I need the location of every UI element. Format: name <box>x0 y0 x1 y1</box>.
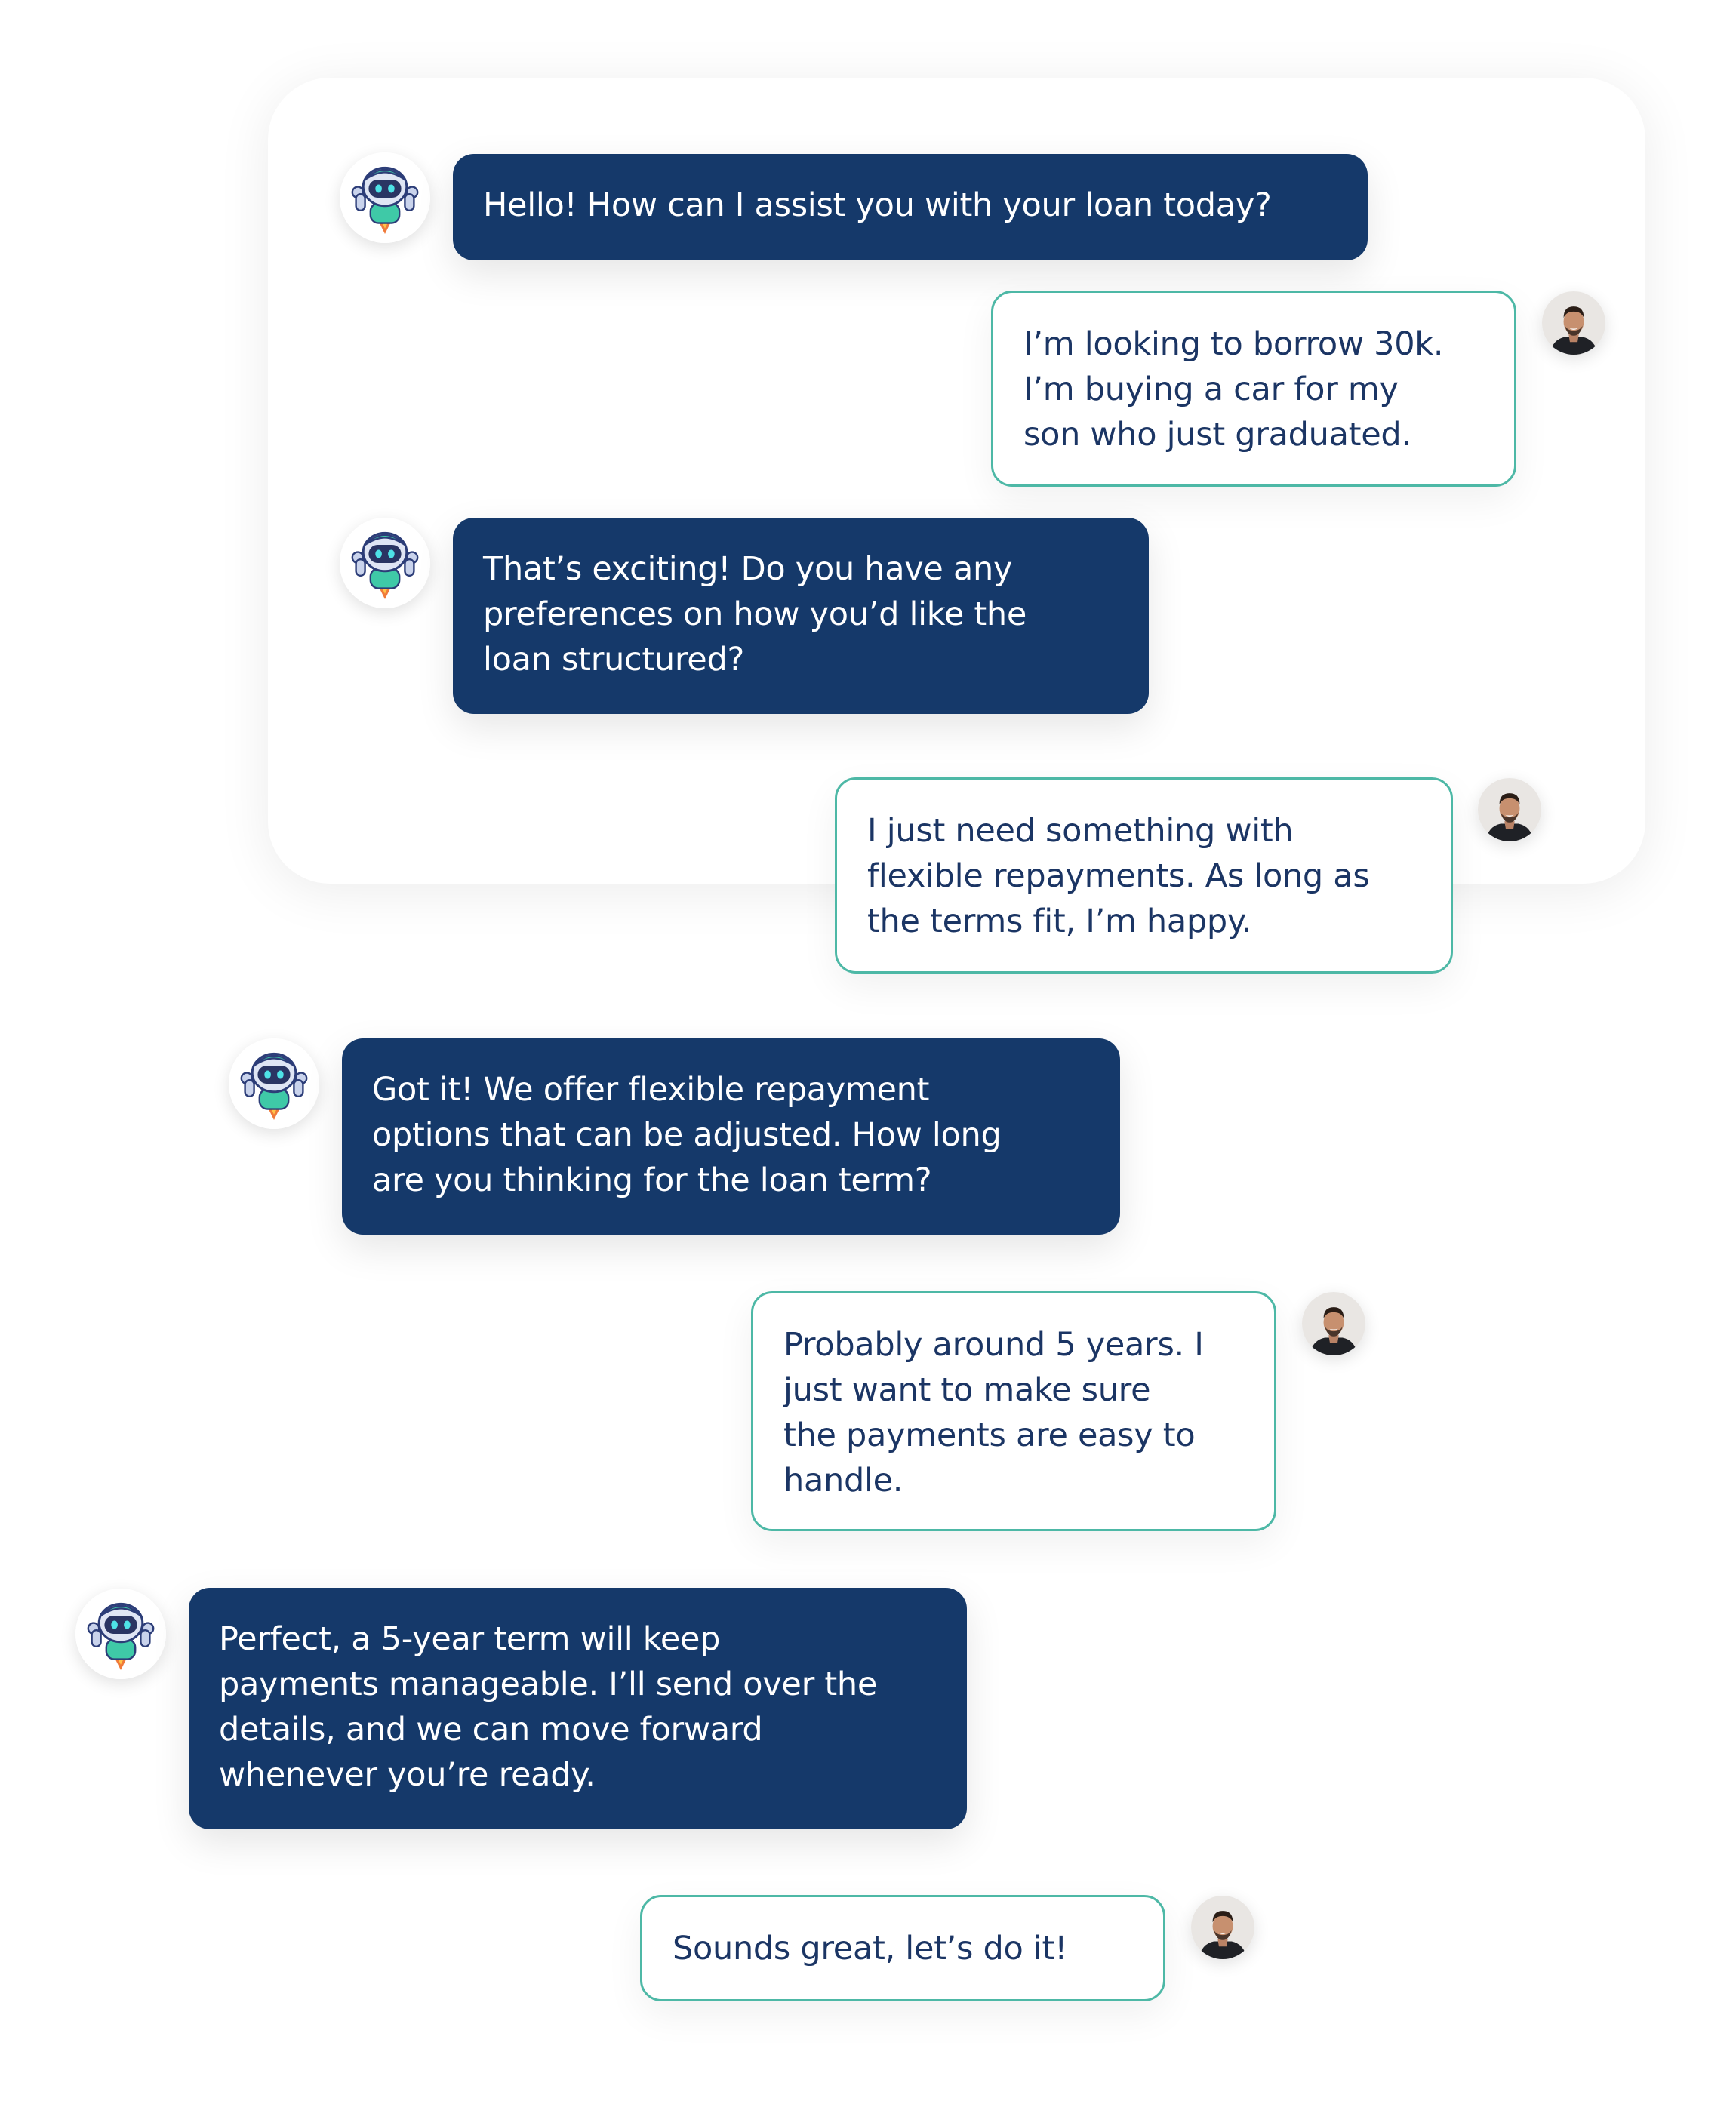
robot-icon <box>75 1589 166 1679</box>
user-avatar <box>1478 778 1541 841</box>
user-avatar <box>1191 1896 1254 1959</box>
assistant-avatar-robot-icon <box>229 1038 319 1129</box>
user-photo-icon <box>1191 1896 1254 1959</box>
user-message: Probably around 5 years. I just want to … <box>751 1291 1276 1531</box>
assistant-message: Perfect, a 5-year term will keep payment… <box>189 1588 967 1829</box>
assistant-message: That’s exciting! Do you have any prefere… <box>453 518 1149 714</box>
robot-icon <box>340 152 430 243</box>
assistant-message: Hello! How can I assist you with your lo… <box>453 154 1368 260</box>
assistant-message: Got it! We offer flexible repayment opti… <box>342 1038 1120 1235</box>
robot-icon <box>340 518 430 608</box>
assistant-avatar-robot-icon <box>340 518 430 608</box>
assistant-avatar-robot-icon <box>75 1589 166 1679</box>
assistant-avatar-robot-icon <box>340 152 430 243</box>
user-photo-icon <box>1478 778 1541 841</box>
user-photo-icon <box>1302 1292 1365 1355</box>
user-avatar <box>1542 291 1605 355</box>
user-photo-icon <box>1542 291 1605 355</box>
user-avatar <box>1302 1292 1365 1355</box>
robot-icon <box>229 1038 319 1129</box>
user-message: I just need something with flexible repa… <box>835 777 1453 974</box>
user-message: I’m looking to borrow 30k. I’m buying a … <box>991 291 1516 487</box>
user-message: Sounds great, let’s do it! <box>640 1895 1165 2001</box>
